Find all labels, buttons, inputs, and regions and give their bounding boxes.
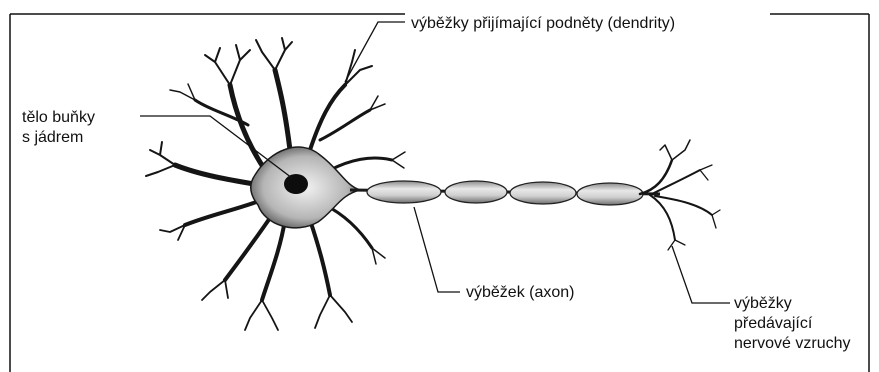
label-axon-terminals: výběžky předávající nervové vzruchy [734,294,851,354]
axon [350,181,660,205]
myelin-segment [510,182,576,204]
leader-lines [140,22,730,303]
label-cell-body-line2: s jádrem [22,128,95,148]
label-axon: výběžek (axon) [466,283,575,303]
label-terminals-line3: nervové vzruchy [734,334,851,354]
leader-axon [414,207,460,292]
nucleus [284,174,308,194]
myelin-segment [577,183,643,205]
label-cell-body-line1: tělo buňky [22,108,95,128]
label-cell-body: tělo buňky s jádrem [22,108,95,148]
axon-terminals [640,140,720,250]
label-terminals-line1: výběžky [734,294,851,314]
myelin-segment [367,181,441,203]
myelin-segment [445,181,507,203]
leader-terminals [672,246,730,303]
label-dendrites: výběžky přijímající podněty (dendrity) [411,14,675,34]
label-terminals-line2: předávající [734,314,851,334]
